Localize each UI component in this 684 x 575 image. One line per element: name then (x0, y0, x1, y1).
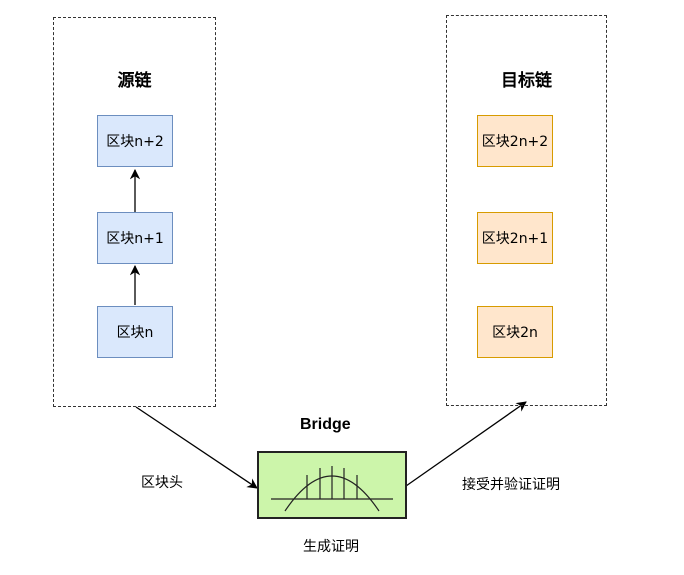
source-block-n: 区块n (97, 306, 173, 358)
target-block-2n2: 区块2n+2 (477, 115, 553, 167)
target-chain-title: 目标链 (501, 71, 552, 91)
bridge-icon (271, 466, 393, 512)
target-block-2n: 区块2n (477, 306, 553, 358)
source-chain-title: 源链 (117, 71, 152, 91)
edge-label-block-header: 区块头 (141, 475, 183, 491)
edge-label-verify-proof: 接受并验证证明 (462, 477, 560, 493)
source-block-n1: 区块n+1 (97, 212, 173, 264)
arrow-bridge-to-target (405, 401, 527, 487)
target-chain-group: 目标链 (446, 15, 607, 406)
bridge-caption: 生成证明 (303, 539, 359, 555)
bridge-box (257, 451, 407, 519)
source-block-n2: 区块n+2 (97, 115, 173, 167)
arrow-source-to-bridge (135, 406, 258, 489)
bridge-title: Bridge (300, 416, 351, 433)
source-chain-group: 源链 (53, 17, 216, 407)
target-block-2n1: 区块2n+1 (477, 212, 553, 264)
